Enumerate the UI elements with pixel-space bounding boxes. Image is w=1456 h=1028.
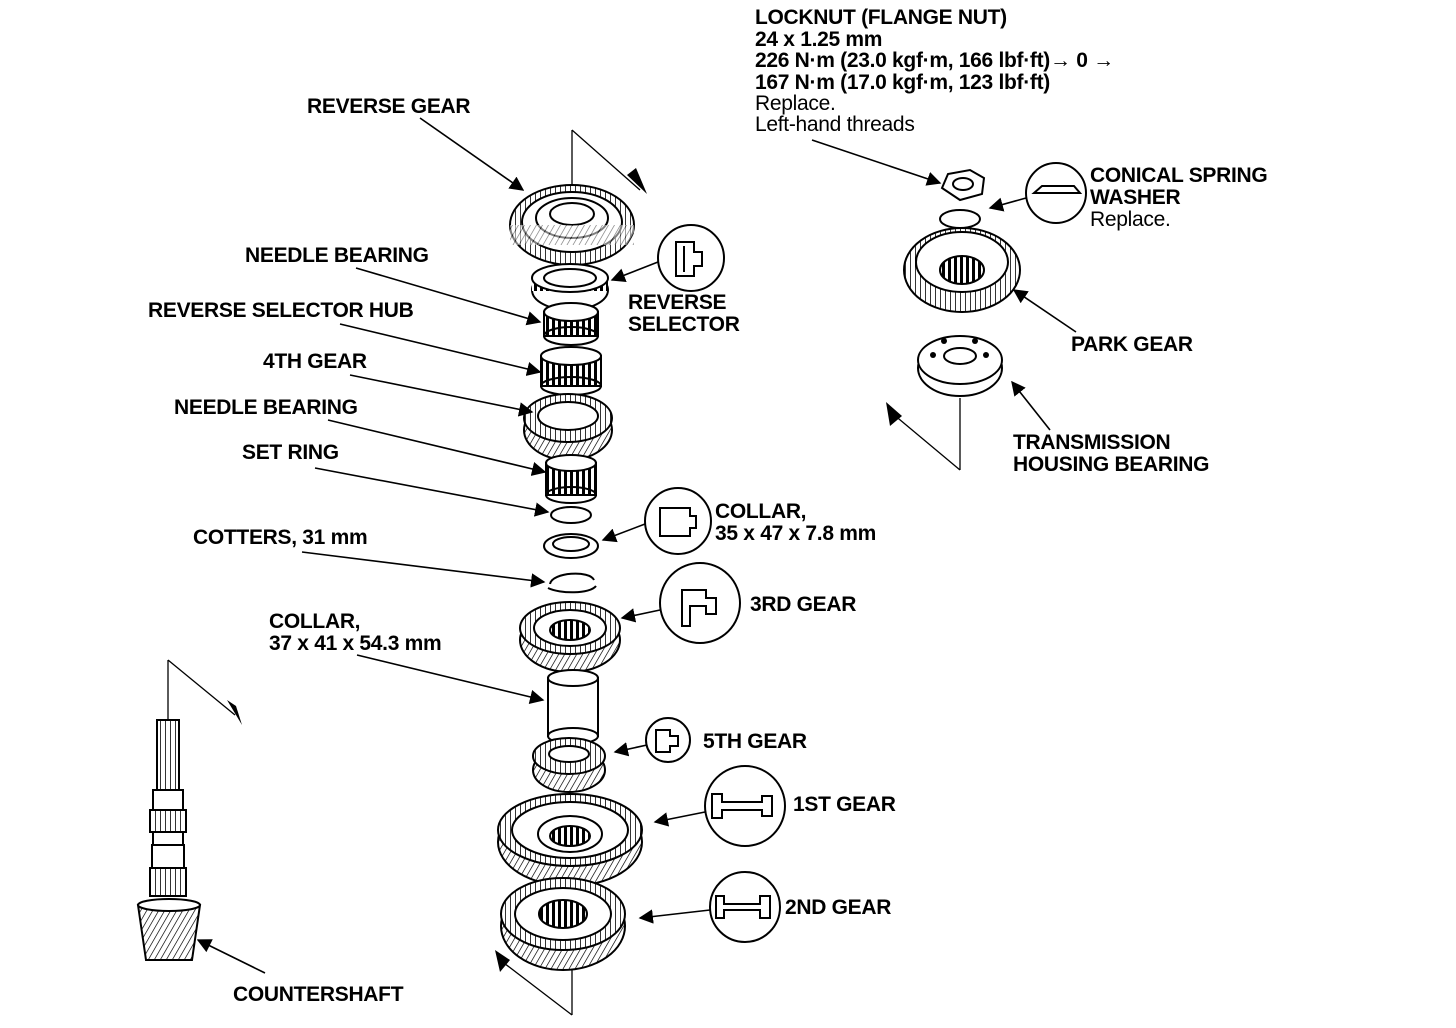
label-first-gear: 1ST GEAR [793, 793, 896, 816]
right-assembly [886, 168, 1021, 471]
label-cotters: COTTERS, 31 mm [193, 526, 368, 549]
label-locknut-torque2: 167 N·m (17.0 kgf·m, 123 lbf·ft) [755, 71, 1050, 94]
label-needle-bearing-1: NEEDLE BEARING [245, 244, 429, 267]
cotters [547, 572, 597, 594]
gear-stack [495, 129, 647, 1016]
label-park-gear: PARK GEAR [1071, 333, 1193, 356]
label-reverse-selector-1: REVERSE [628, 291, 727, 314]
label-locknut-torque1: 226 N·m (23.0 kgf·m, 166 lbf·ft)→ 0 → [755, 49, 1114, 72]
set-ring [550, 506, 592, 524]
label-locknut-note1: Replace. [755, 92, 836, 115]
label-locknut-note2: Left-hand threads [755, 113, 915, 136]
label-reverse-selector-hub: REVERSE SELECTOR HUB [148, 299, 414, 322]
callout-reverse-selector [657, 224, 725, 292]
label-conical-washer-2: WASHER [1090, 186, 1181, 209]
reverse-selector-hub [543, 302, 599, 346]
needle-bearing-small [540, 346, 602, 396]
label-collar-37-1: COLLAR, [269, 610, 361, 633]
leader-lines [196, 117, 1077, 974]
callout-fifth-gear [645, 717, 691, 763]
label-conical-washer-1: CONICAL SPRING [1090, 164, 1268, 187]
label-collar-35-1: COLLAR, [715, 500, 807, 523]
park-gear [903, 227, 1021, 313]
third-gear [519, 601, 621, 673]
label-collar-37-2: 37 x 41 x 54.3 mm [269, 632, 442, 655]
label-transmission-bearing-1: TRANSMISSION [1013, 431, 1171, 454]
needle-bearing-upper [531, 263, 609, 311]
label-locknut-size: 24 x 1.25 mm [755, 28, 883, 51]
label-reverse-gear: REVERSE GEAR [307, 95, 471, 118]
label-second-gear: 2ND GEAR [785, 896, 892, 919]
needle-bearing-lower [545, 454, 597, 504]
label-fourth-gear: 4TH GEAR [263, 350, 367, 373]
label-transmission-bearing-2: HOUSING BEARING [1013, 453, 1210, 476]
fifth-gear [532, 737, 606, 793]
fourth-gear [523, 393, 613, 461]
reverse-gear [509, 184, 635, 266]
label-fifth-gear: 5TH GEAR [703, 730, 807, 753]
second-gear [500, 877, 626, 971]
label-reverse-selector-2: SELECTOR [628, 313, 740, 336]
collar-37 [547, 669, 599, 745]
callout-first-gear [704, 765, 786, 847]
label-needle-bearing-2: NEEDLE BEARING [174, 396, 358, 419]
locknut [940, 168, 986, 202]
collar-35 [543, 533, 599, 559]
label-locknut-title: LOCKNUT (FLANGE NUT) [755, 6, 1007, 29]
label-set-ring: SET RING [242, 441, 339, 464]
callout-conical-washer [1025, 162, 1087, 224]
label-third-gear: 3RD GEAR [750, 593, 857, 616]
countershaft [136, 659, 242, 961]
callout-third-gear [659, 562, 741, 644]
conical-washer [939, 209, 981, 229]
label-collar-35-2: 35 x 47 x 7.8 mm [715, 522, 876, 545]
transmission-housing-bearing [917, 335, 1003, 397]
callout-collar-35 [644, 487, 712, 555]
label-countershaft: COUNTERSHAFT [233, 983, 404, 1006]
label-conical-washer-note: Replace. [1090, 208, 1171, 231]
first-gear [497, 793, 643, 887]
callout-second-gear [709, 871, 781, 943]
